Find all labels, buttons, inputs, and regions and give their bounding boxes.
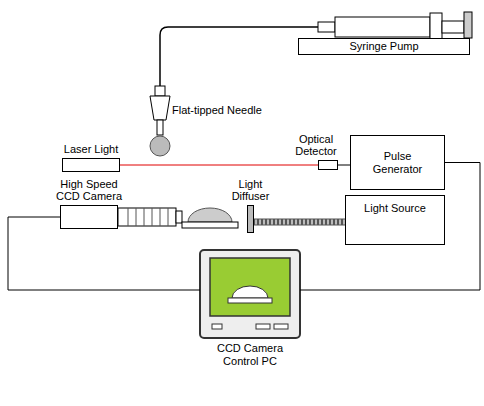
- cable: [338, 165, 350, 166]
- node-label: CCD Camera Control PC: [215, 342, 285, 367]
- node-label: Syringe Pump: [349, 40, 418, 53]
- syringe-pump-base: Syringe Pump: [298, 38, 470, 55]
- node-label: Light Source: [350, 202, 440, 215]
- node-label: Pulse Generator: [363, 150, 433, 175]
- detector-box: Optical Detector: [318, 160, 338, 170]
- monitor-drawing: [200, 250, 300, 338]
- camera-lens: [118, 208, 182, 226]
- syringe-drawing: [318, 12, 472, 41]
- light-source-box: Light Source: [345, 195, 445, 245]
- node-label: Optical Detector: [291, 133, 341, 158]
- laser-box: Laser Light: [62, 158, 120, 172]
- needle-drawing: [150, 86, 170, 156]
- node-label: Laser Light: [56, 143, 126, 156]
- sample-drop: [182, 208, 238, 228]
- node-label: Light Diffuser: [226, 178, 276, 203]
- pulse-generator-box: Pulse Generator: [350, 135, 445, 190]
- light-guide: [254, 222, 345, 223]
- diffuser-plate: Light Diffuser: [247, 205, 254, 233]
- camera-body: High Speed CCD Camera: [60, 205, 118, 229]
- node-label: High Speed CCD Camera: [54, 178, 124, 203]
- tube: [160, 27, 318, 86]
- needle-label: Flat-tipped Needle: [172, 104, 262, 117]
- laser-beam: [120, 165, 318, 166]
- monitor: CCD Camera Control PC: [200, 250, 300, 338]
